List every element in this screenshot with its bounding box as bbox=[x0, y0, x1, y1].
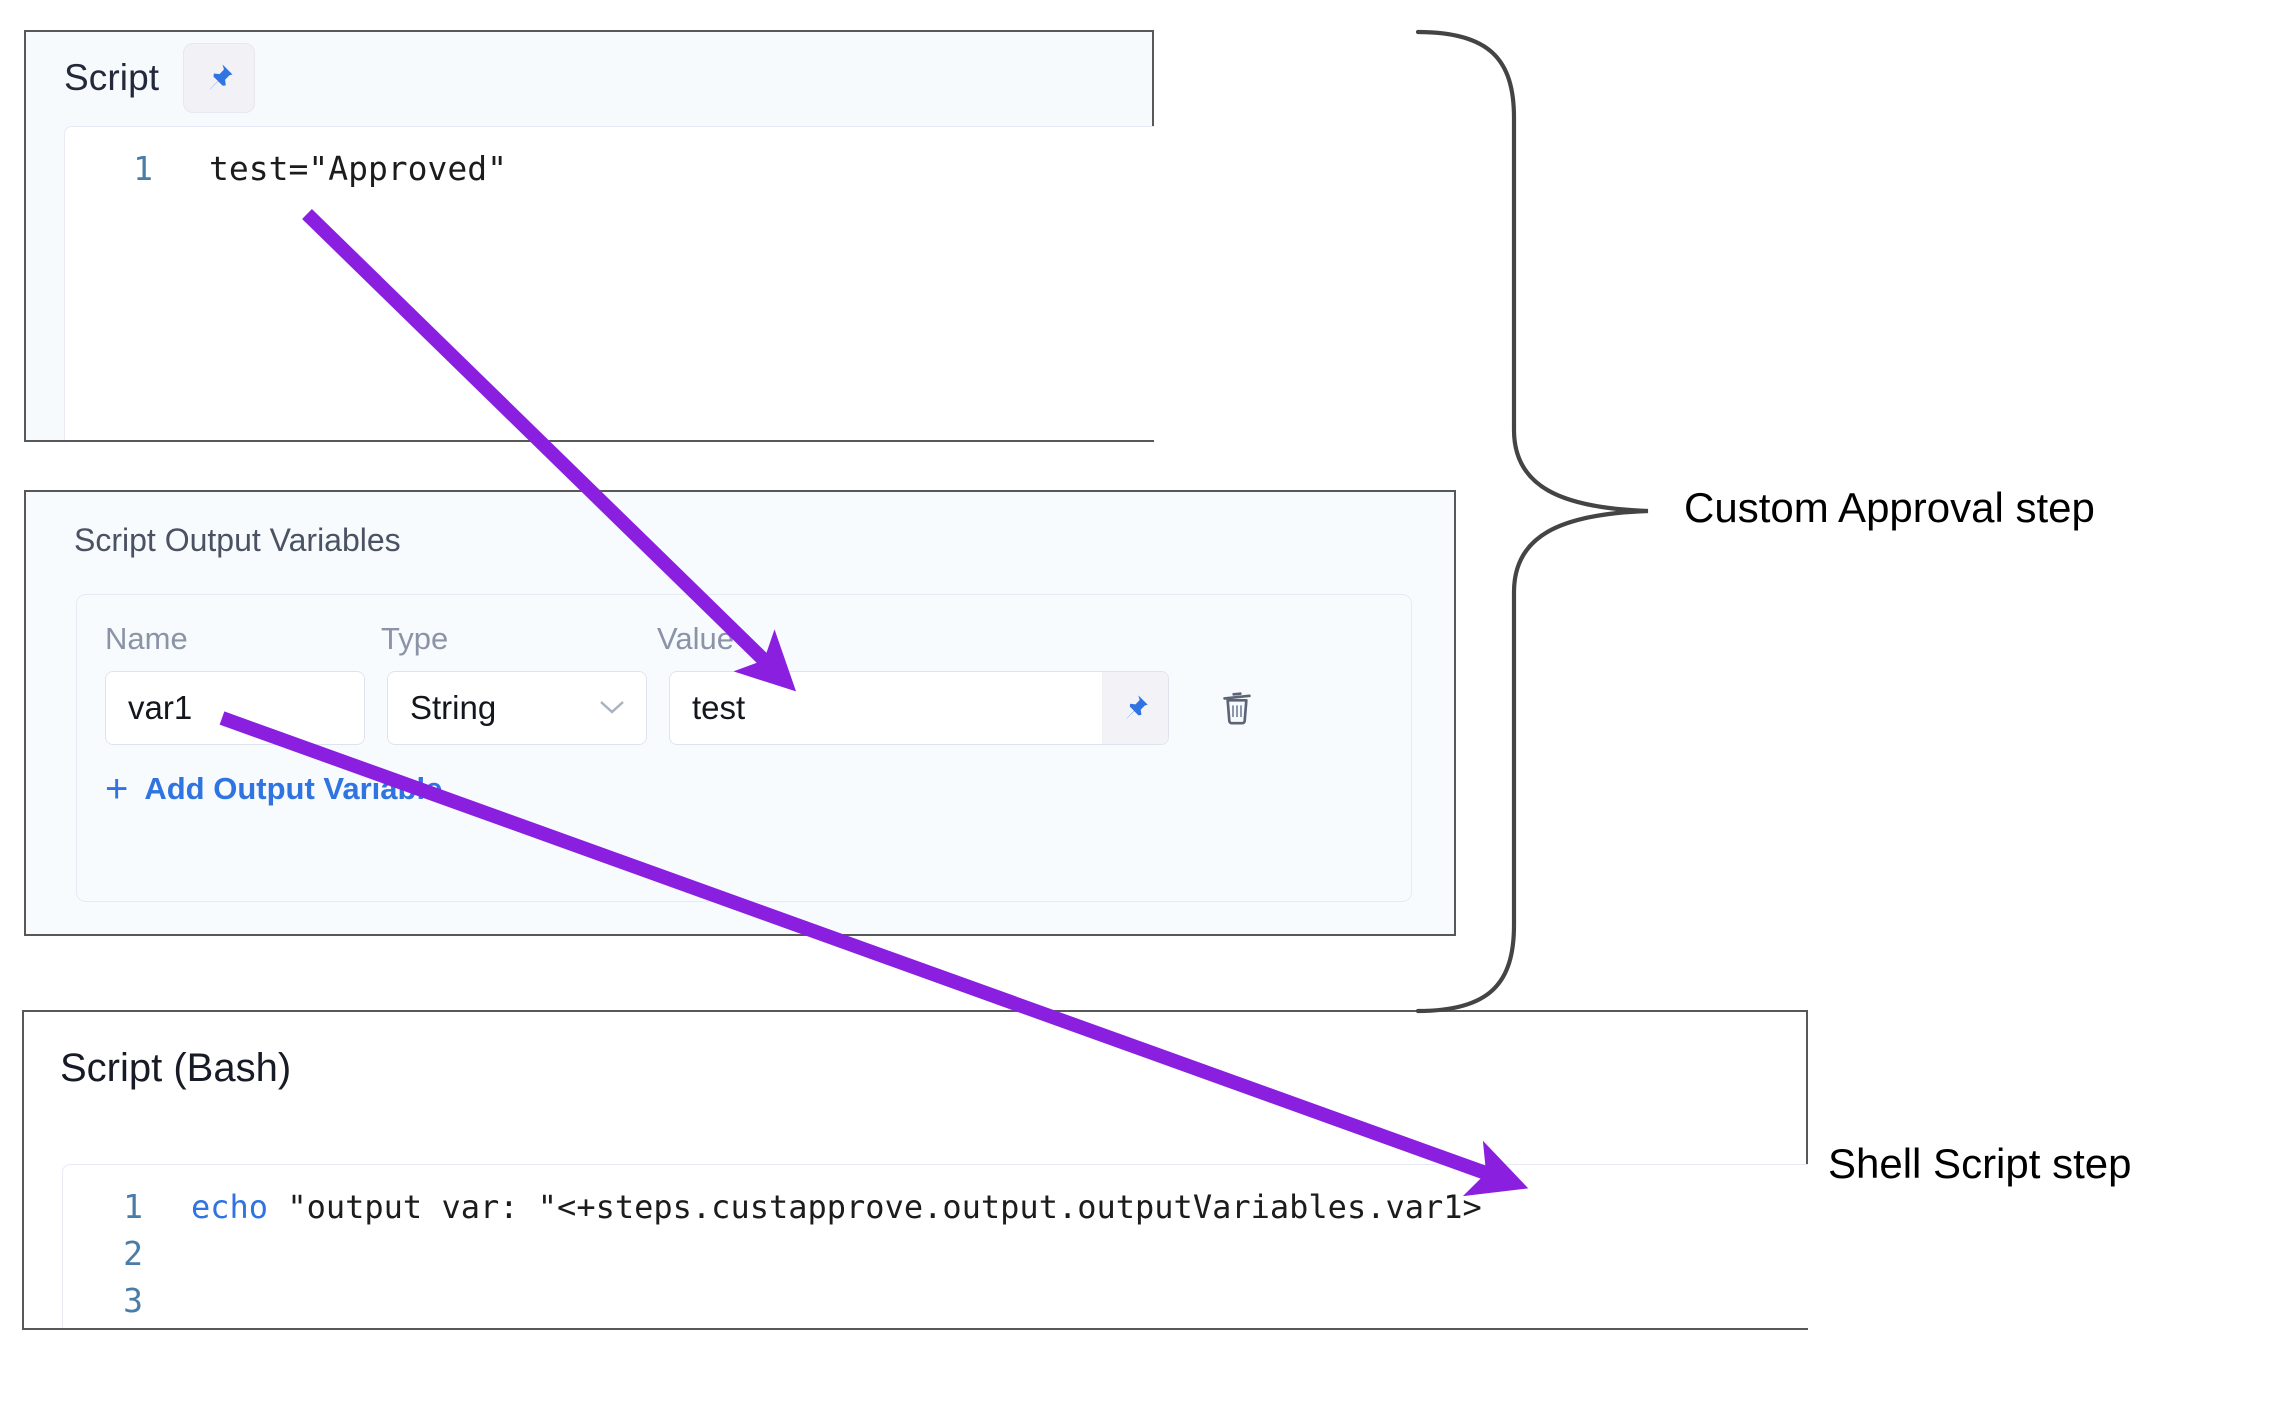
table-row: var1 String test bbox=[77, 657, 1411, 745]
output-variables-title: Script Output Variables bbox=[74, 522, 401, 558]
shell-script-panel: Script (Bash) 1 echo "output var: "<+ste… bbox=[22, 1010, 1808, 1330]
code-keyword: echo bbox=[191, 1188, 269, 1226]
output-variables-column-headers: Name Type Value bbox=[77, 595, 1411, 657]
code-line: 2 bbox=[63, 1226, 1808, 1273]
script-panel-title: Script bbox=[64, 57, 160, 98]
script-panel-header: Script bbox=[26, 32, 1152, 113]
trash-icon[interactable] bbox=[1215, 685, 1259, 731]
line-number: 2 bbox=[123, 1234, 143, 1273]
script-panel: Script 1 test="Approved" bbox=[24, 30, 1154, 442]
pin-icon-glyph bbox=[209, 64, 233, 91]
script-output-variables-panel: Script Output Variables Name Type Value … bbox=[24, 490, 1456, 936]
code-text: echo "output var: "<+steps.custapprove.o… bbox=[143, 1188, 1482, 1226]
annotation-custom-approval-step: Custom Approval step bbox=[1684, 484, 2095, 531]
line-number: 3 bbox=[123, 1281, 143, 1320]
column-header-name: Name bbox=[105, 621, 188, 656]
code-line: 1 echo "output var: "<+steps.custapprove… bbox=[63, 1179, 1808, 1226]
add-output-variable-label: Add Output Variable bbox=[144, 771, 443, 806]
annotation-shell-script-step: Shell Script step bbox=[1828, 1140, 2132, 1187]
code-rest: "output var: "<+steps.custapprove.output… bbox=[268, 1188, 1482, 1226]
variable-value-input[interactable]: test bbox=[692, 689, 746, 726]
variable-type-value: String bbox=[410, 689, 497, 726]
column-header-value: Value bbox=[657, 621, 734, 656]
code-text: test="Approved" bbox=[209, 149, 508, 188]
code-line: 1 test="Approved" bbox=[65, 127, 1154, 188]
line-number: 1 bbox=[123, 1187, 143, 1226]
code-line: 3 bbox=[63, 1273, 1808, 1320]
chevron-down-icon bbox=[598, 693, 626, 724]
pin-icon-glyph bbox=[1125, 695, 1148, 720]
column-header-type: Type bbox=[381, 621, 449, 656]
variable-value-field-group: test bbox=[669, 671, 1169, 745]
line-number: 1 bbox=[133, 149, 153, 188]
bash-panel-title: Script (Bash) bbox=[60, 1046, 292, 1090]
add-output-variable-button[interactable]: + Add Output Variable bbox=[77, 745, 1411, 811]
trash-icon-glyph bbox=[1223, 692, 1251, 725]
script-code-editor[interactable]: 1 test="Approved" bbox=[64, 126, 1154, 440]
variable-type-select[interactable]: String bbox=[387, 671, 647, 745]
output-variables-card: Name Type Value var1 String test bbox=[76, 594, 1412, 902]
bash-code-editor[interactable]: 1 echo "output var: "<+steps.custapprove… bbox=[62, 1164, 1808, 1328]
plus-icon: + bbox=[105, 767, 129, 811]
pin-icon[interactable] bbox=[1102, 672, 1168, 744]
pin-icon[interactable] bbox=[183, 43, 256, 113]
variable-name-input[interactable]: var1 bbox=[105, 671, 365, 745]
